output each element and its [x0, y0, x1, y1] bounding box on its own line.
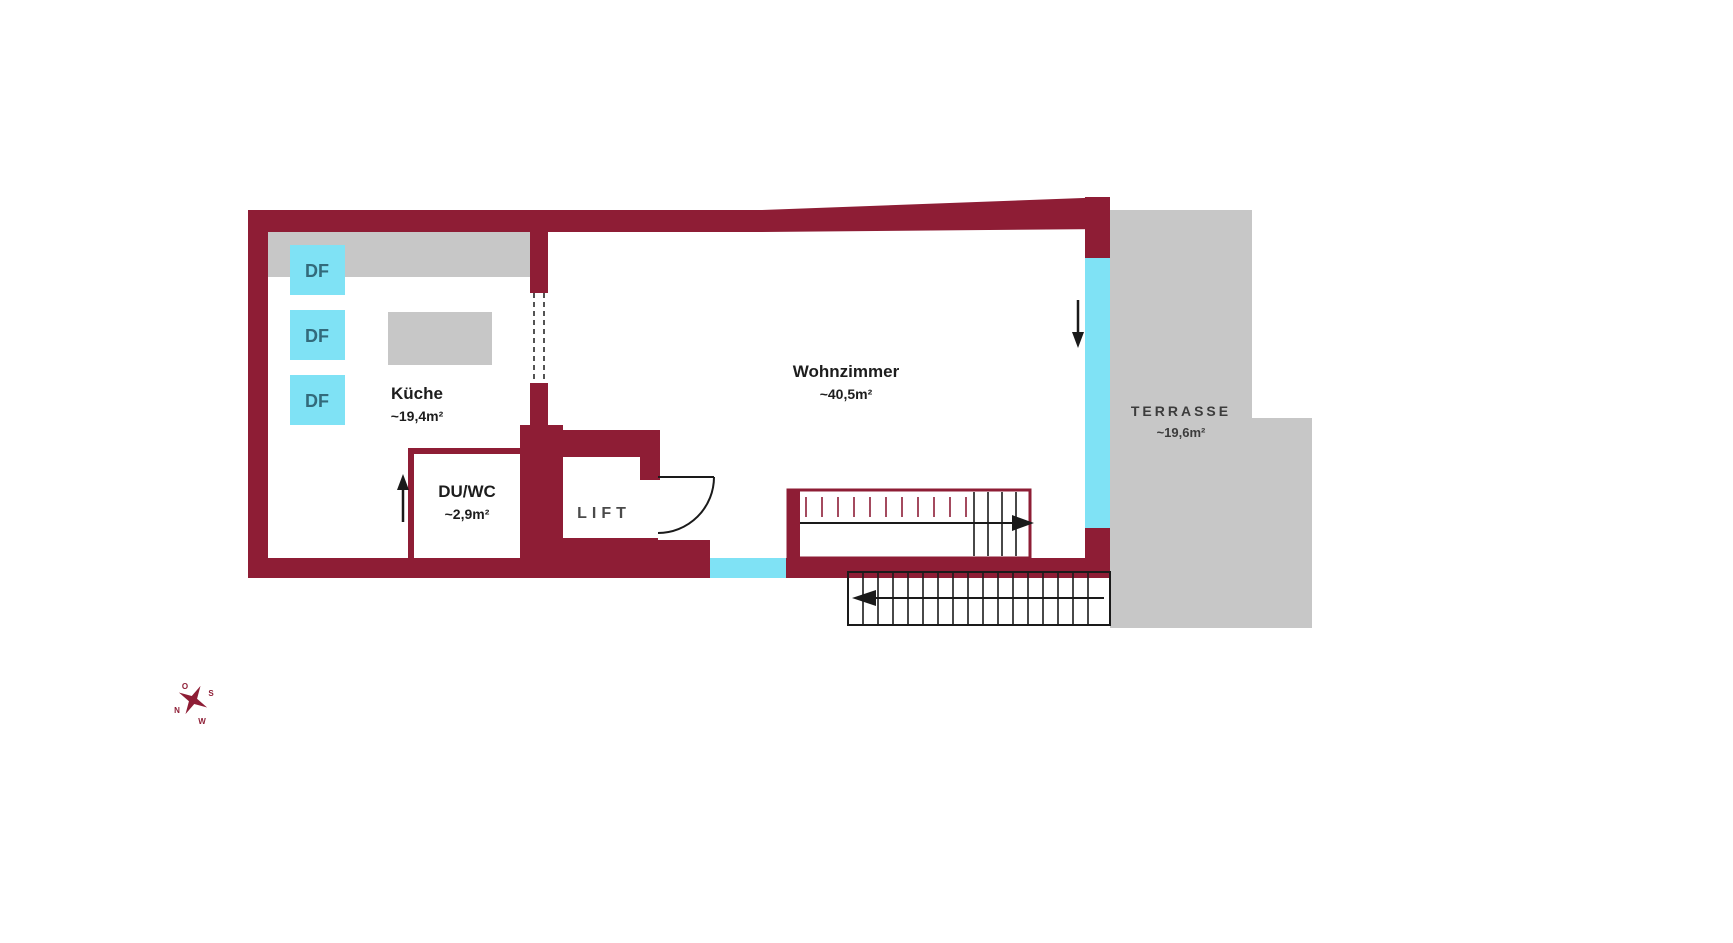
terrace-area-label: ~19,6m²	[1157, 425, 1206, 440]
wall-lift-top	[520, 430, 660, 457]
terrace-door-arrow-down	[1072, 300, 1084, 348]
wall-duwc-left	[408, 448, 414, 558]
terrace: TERRASSE ~19,6m²	[1110, 210, 1312, 628]
stairs-lower-arrow	[852, 590, 876, 606]
roof-window-3	[290, 375, 345, 425]
wall-lift-right	[640, 430, 660, 480]
kitchen-label: Küche	[391, 384, 443, 403]
terrace-label: TERRASSE	[1131, 403, 1231, 419]
stairs-upper-arrow	[1012, 515, 1034, 531]
compass-star	[178, 685, 208, 715]
living-room-area-label: ~40,5m²	[820, 386, 873, 402]
stairs-upper-treads	[805, 497, 967, 517]
kitchen-area-label: ~19,4m²	[391, 408, 444, 424]
entry-arrow-up	[397, 474, 409, 522]
shower-wc-label: DU/WC	[438, 482, 496, 501]
window-bottom	[710, 558, 786, 578]
lift-door-swing	[657, 476, 715, 534]
roof-window-label-2: DF	[305, 326, 329, 346]
kitchen-opening-dashed	[533, 293, 545, 383]
terrace-surface	[1110, 210, 1312, 628]
compass-south-label: S	[208, 689, 214, 698]
window-terrace-front	[1085, 258, 1110, 528]
lift-label: LIFT	[577, 505, 631, 522]
windows	[290, 245, 1110, 578]
shower-wc-area-label: ~2,9m²	[445, 506, 490, 522]
roof-window-2	[290, 310, 345, 360]
wall-top	[248, 197, 1110, 232]
stairs-upper	[786, 488, 1034, 560]
compass-north-label: N	[174, 706, 180, 715]
room-labels: Küche ~19,4m² DU/WC ~2,9m² LIFT Wohnzimm…	[391, 362, 900, 522]
compass-east-label: O	[182, 682, 188, 691]
roof-window-label-3: DF	[305, 391, 329, 411]
living-room-label: Wohnzimmer	[793, 362, 900, 381]
kitchen-island	[388, 312, 492, 365]
wall-divider-top	[530, 232, 548, 293]
wall-left	[248, 210, 268, 578]
wall-lift-bottom	[520, 538, 658, 560]
roof-window-1	[290, 245, 345, 295]
wall-bottom-left	[248, 558, 710, 578]
wall-bottom-right	[786, 558, 1110, 578]
stairs-lower-outline	[847, 571, 1111, 626]
roof-window-label-1: DF	[305, 261, 329, 281]
compass-west-label: W	[198, 717, 206, 726]
stairs-lower	[847, 571, 1111, 626]
wall-duwc-top	[408, 448, 532, 454]
compass-rose: O S N W	[174, 682, 214, 726]
stairs-upper-left-band	[788, 490, 800, 558]
wall-divider-bottom	[530, 383, 548, 430]
wall-lift-protrusion	[652, 540, 710, 578]
